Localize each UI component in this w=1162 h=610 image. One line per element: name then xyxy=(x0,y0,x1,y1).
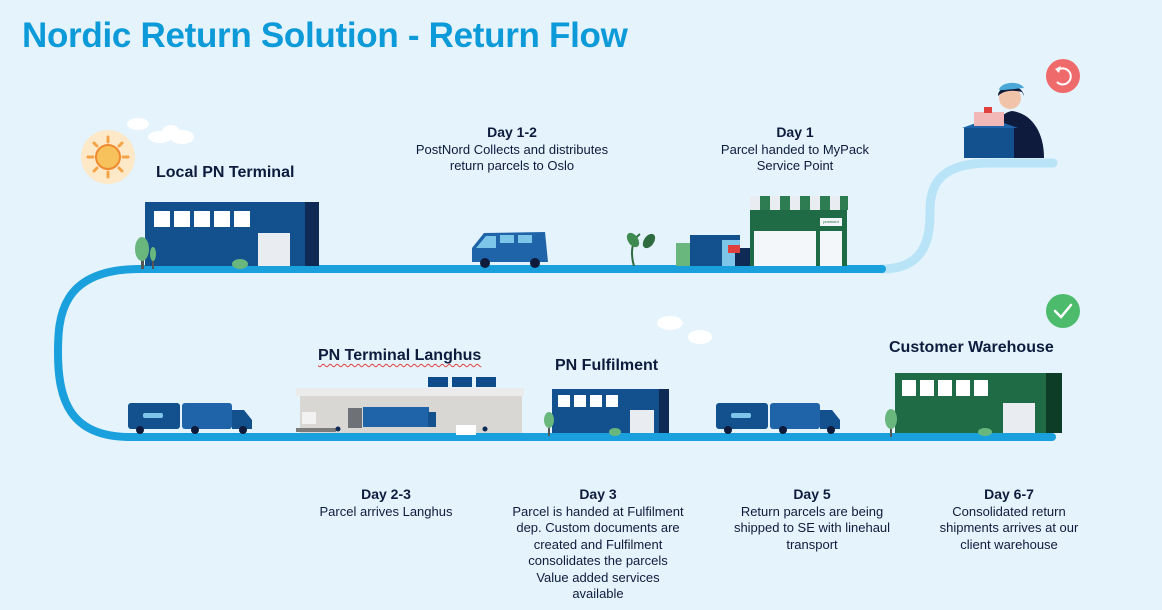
sun-icon xyxy=(81,130,135,184)
truck-icon xyxy=(716,403,840,434)
fulfilment-building xyxy=(552,389,669,433)
step-text: transport xyxy=(786,536,838,552)
step-text: Parcel arrives Langhus xyxy=(319,503,453,519)
step-text: dep. Custom documents are xyxy=(516,520,680,535)
page-title: Nordic Return Solution - Return Flow xyxy=(22,16,628,55)
step-day: Day 2-3 xyxy=(361,486,411,502)
step-text: return parcels to Oslo xyxy=(449,158,575,173)
step-text: Service Point xyxy=(756,158,834,173)
customer-person xyxy=(962,82,1044,158)
cloud-icon xyxy=(127,118,194,144)
step-day: Day 1-2 xyxy=(487,124,537,140)
return-badge xyxy=(1046,59,1080,93)
customer-warehouse-building xyxy=(895,373,1062,433)
van-icon xyxy=(472,232,548,268)
step-day-1: Day 1 Parcel handed to MyPack Service Po… xyxy=(700,124,890,175)
bush-icon xyxy=(978,428,992,436)
step-text: Value added services xyxy=(536,569,660,585)
langhus-terminal-building xyxy=(296,377,524,435)
step-text: client warehouse xyxy=(960,536,1058,552)
bush-icon xyxy=(232,259,248,269)
step-text: shipped to SE with linehaul xyxy=(733,520,891,535)
step-text: Parcel is handed at Fulfilment xyxy=(512,503,684,519)
step-day-2-3: Day 2-3 Parcel arrives Langhus xyxy=(306,486,466,520)
cloud-icon xyxy=(657,316,712,344)
step-text: created and Fulfilment xyxy=(533,536,663,552)
step-text: consolidates the parcels xyxy=(528,553,668,568)
fulfilment-label: PN Fulfilment xyxy=(555,357,659,374)
step-day: Day 3 xyxy=(579,486,617,502)
step-text: PostNord Collects and distributes xyxy=(415,141,609,157)
step-text: shipments arrives at our xyxy=(939,520,1079,535)
road-curve xyxy=(53,265,141,441)
service-point-shop xyxy=(626,196,848,267)
truck-icon xyxy=(128,403,252,434)
tree-icon xyxy=(885,409,897,437)
step-day: Day 1 xyxy=(776,124,814,140)
step-day-5: Day 5 Return parcels are being shipped t… xyxy=(718,486,906,553)
step-text: Return parcels are being xyxy=(740,503,884,519)
step-day: Day 5 xyxy=(793,486,831,502)
check-badge xyxy=(1046,294,1080,328)
step-text: available xyxy=(572,586,624,601)
step-day-3: Day 3 Parcel is handed at Fulfilment dep… xyxy=(498,486,698,603)
step-text: Parcel handed to MyPack xyxy=(720,141,870,157)
bush-icon xyxy=(609,428,621,436)
local-terminal-building xyxy=(145,202,319,266)
step-day-1-2: Day 1-2 PostNord Collects and distribute… xyxy=(400,124,624,175)
langhus-label: PN Terminal Langhus xyxy=(318,347,482,364)
local-terminal-label: Local PN Terminal xyxy=(156,164,295,181)
road-to-customer xyxy=(877,158,1058,274)
tree-icon xyxy=(544,412,554,436)
step-day-6-7: Day 6-7 Consolidated return shipments ar… xyxy=(920,486,1098,553)
step-text: Consolidated return xyxy=(952,503,1066,519)
step-day: Day 6-7 xyxy=(984,486,1034,502)
tree-icon xyxy=(150,247,156,269)
shop-sign: postnord xyxy=(823,219,839,224)
tree-icon xyxy=(135,237,149,269)
customer-warehouse-label: Customer Warehouse xyxy=(889,339,1054,356)
